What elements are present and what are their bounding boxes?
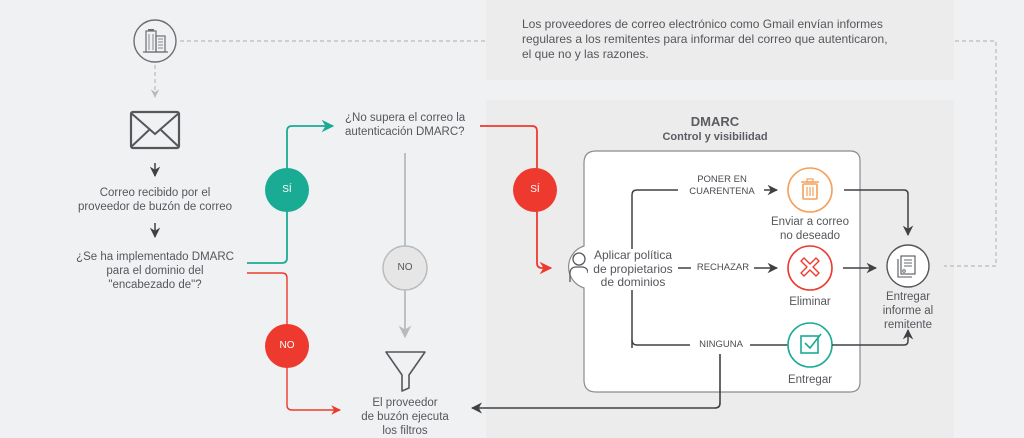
- filters-line: El proveedor: [372, 397, 438, 409]
- quarantine-label-line: PONER EN: [697, 174, 747, 185]
- envelope-icon: [129, 110, 181, 150]
- filters-line: los filtros: [382, 425, 428, 437]
- dmarc-implemented-question: ¿Se ha implementado DMARC para el domini…: [65, 250, 245, 292]
- no-badge-red-label: NO: [279, 340, 295, 351]
- result-line: Enviar a correo: [771, 216, 849, 228]
- deliver-result-label: Entregar: [787, 374, 833, 386]
- policy-label: Aplicar política de propietarios de domi…: [588, 248, 678, 290]
- quarantine-label: PONER EN CUARENTENA: [680, 174, 764, 198]
- deliver-to-report: [832, 328, 914, 346]
- filters-label: El proveedor de buzón ejecuta los filtro…: [345, 396, 465, 438]
- report-label: Entregar informe al remitente: [872, 290, 944, 332]
- no-badge-gray-label: NO: [397, 262, 413, 273]
- yes-badge-red-label: SÍ: [530, 184, 540, 195]
- no-badge-gray: [382, 245, 428, 291]
- dmarc-title: DMARC: [690, 114, 740, 129]
- report-line: remitente: [884, 319, 932, 331]
- quarantine-label-line: CUARENTENA: [689, 186, 755, 197]
- report-note-panel: [486, 0, 954, 80]
- branch-quarantine-line: [631, 189, 678, 348]
- filters-line: de buzón ejecuta: [361, 411, 449, 423]
- trash-icon: [787, 167, 833, 213]
- mail-received-line: Correo recibido por el: [99, 187, 211, 199]
- question-line: autenticación DMARC?: [345, 126, 465, 138]
- yes-badge-red: [513, 168, 557, 212]
- result-line: no deseado: [779, 230, 841, 242]
- report-note-line: Los proveedores de correo electrónico co…: [522, 17, 883, 31]
- yes-badge-teal: [265, 168, 309, 212]
- question-line: para el dominio del: [106, 265, 204, 277]
- yes-badge-teal-label: SÍ: [282, 184, 292, 195]
- reject-label: RECHAZAR: [692, 262, 754, 274]
- question-line: ¿No supera el correo la: [345, 112, 466, 124]
- report-note-line: el que no y las razones.: [522, 47, 649, 61]
- question-line: "encabezado de"?: [108, 279, 202, 291]
- dmarc-subtitle: Control y visibilidad: [662, 131, 768, 143]
- policy-line: Aplicar política: [593, 248, 673, 262]
- mail-received-line: proveedor de buzón de correo: [77, 201, 233, 213]
- report-note-line: regulares a los remitentes para informar…: [522, 32, 888, 46]
- funnel-icon: [385, 351, 426, 392]
- question-line: ¿Se ha implementado DMARC: [76, 251, 234, 263]
- quarantine-to-report: [844, 189, 914, 237]
- delete-result-label: Eliminar: [789, 296, 831, 308]
- none-label: NINGUNA: [692, 339, 750, 351]
- report-line: Entregar: [885, 291, 931, 303]
- mail-received-label: Correo recibido por el proveedor de buzó…: [70, 186, 240, 214]
- none-to-filters-line: [470, 354, 721, 414]
- policy-line: de dominios: [600, 275, 666, 289]
- building-icon: [133, 19, 177, 63]
- dmarc-fail-question: ¿No supera el correo la autenticación DM…: [345, 111, 485, 139]
- report-document-icon: [886, 244, 930, 288]
- x-icon: [787, 245, 833, 291]
- no-badge-red: [265, 324, 309, 368]
- checkbox-icon: [787, 322, 833, 368]
- spam-result-label: Enviar a correo no deseado: [760, 215, 860, 243]
- report-note: Los proveedores de correo electrónico co…: [522, 17, 942, 62]
- report-line: informe al: [882, 305, 934, 317]
- report-dashed-line-right: [944, 40, 997, 267]
- branch-none-line: [631, 339, 690, 346]
- policy-line: de propietarios: [593, 261, 673, 276]
- person-icon: [569, 252, 589, 282]
